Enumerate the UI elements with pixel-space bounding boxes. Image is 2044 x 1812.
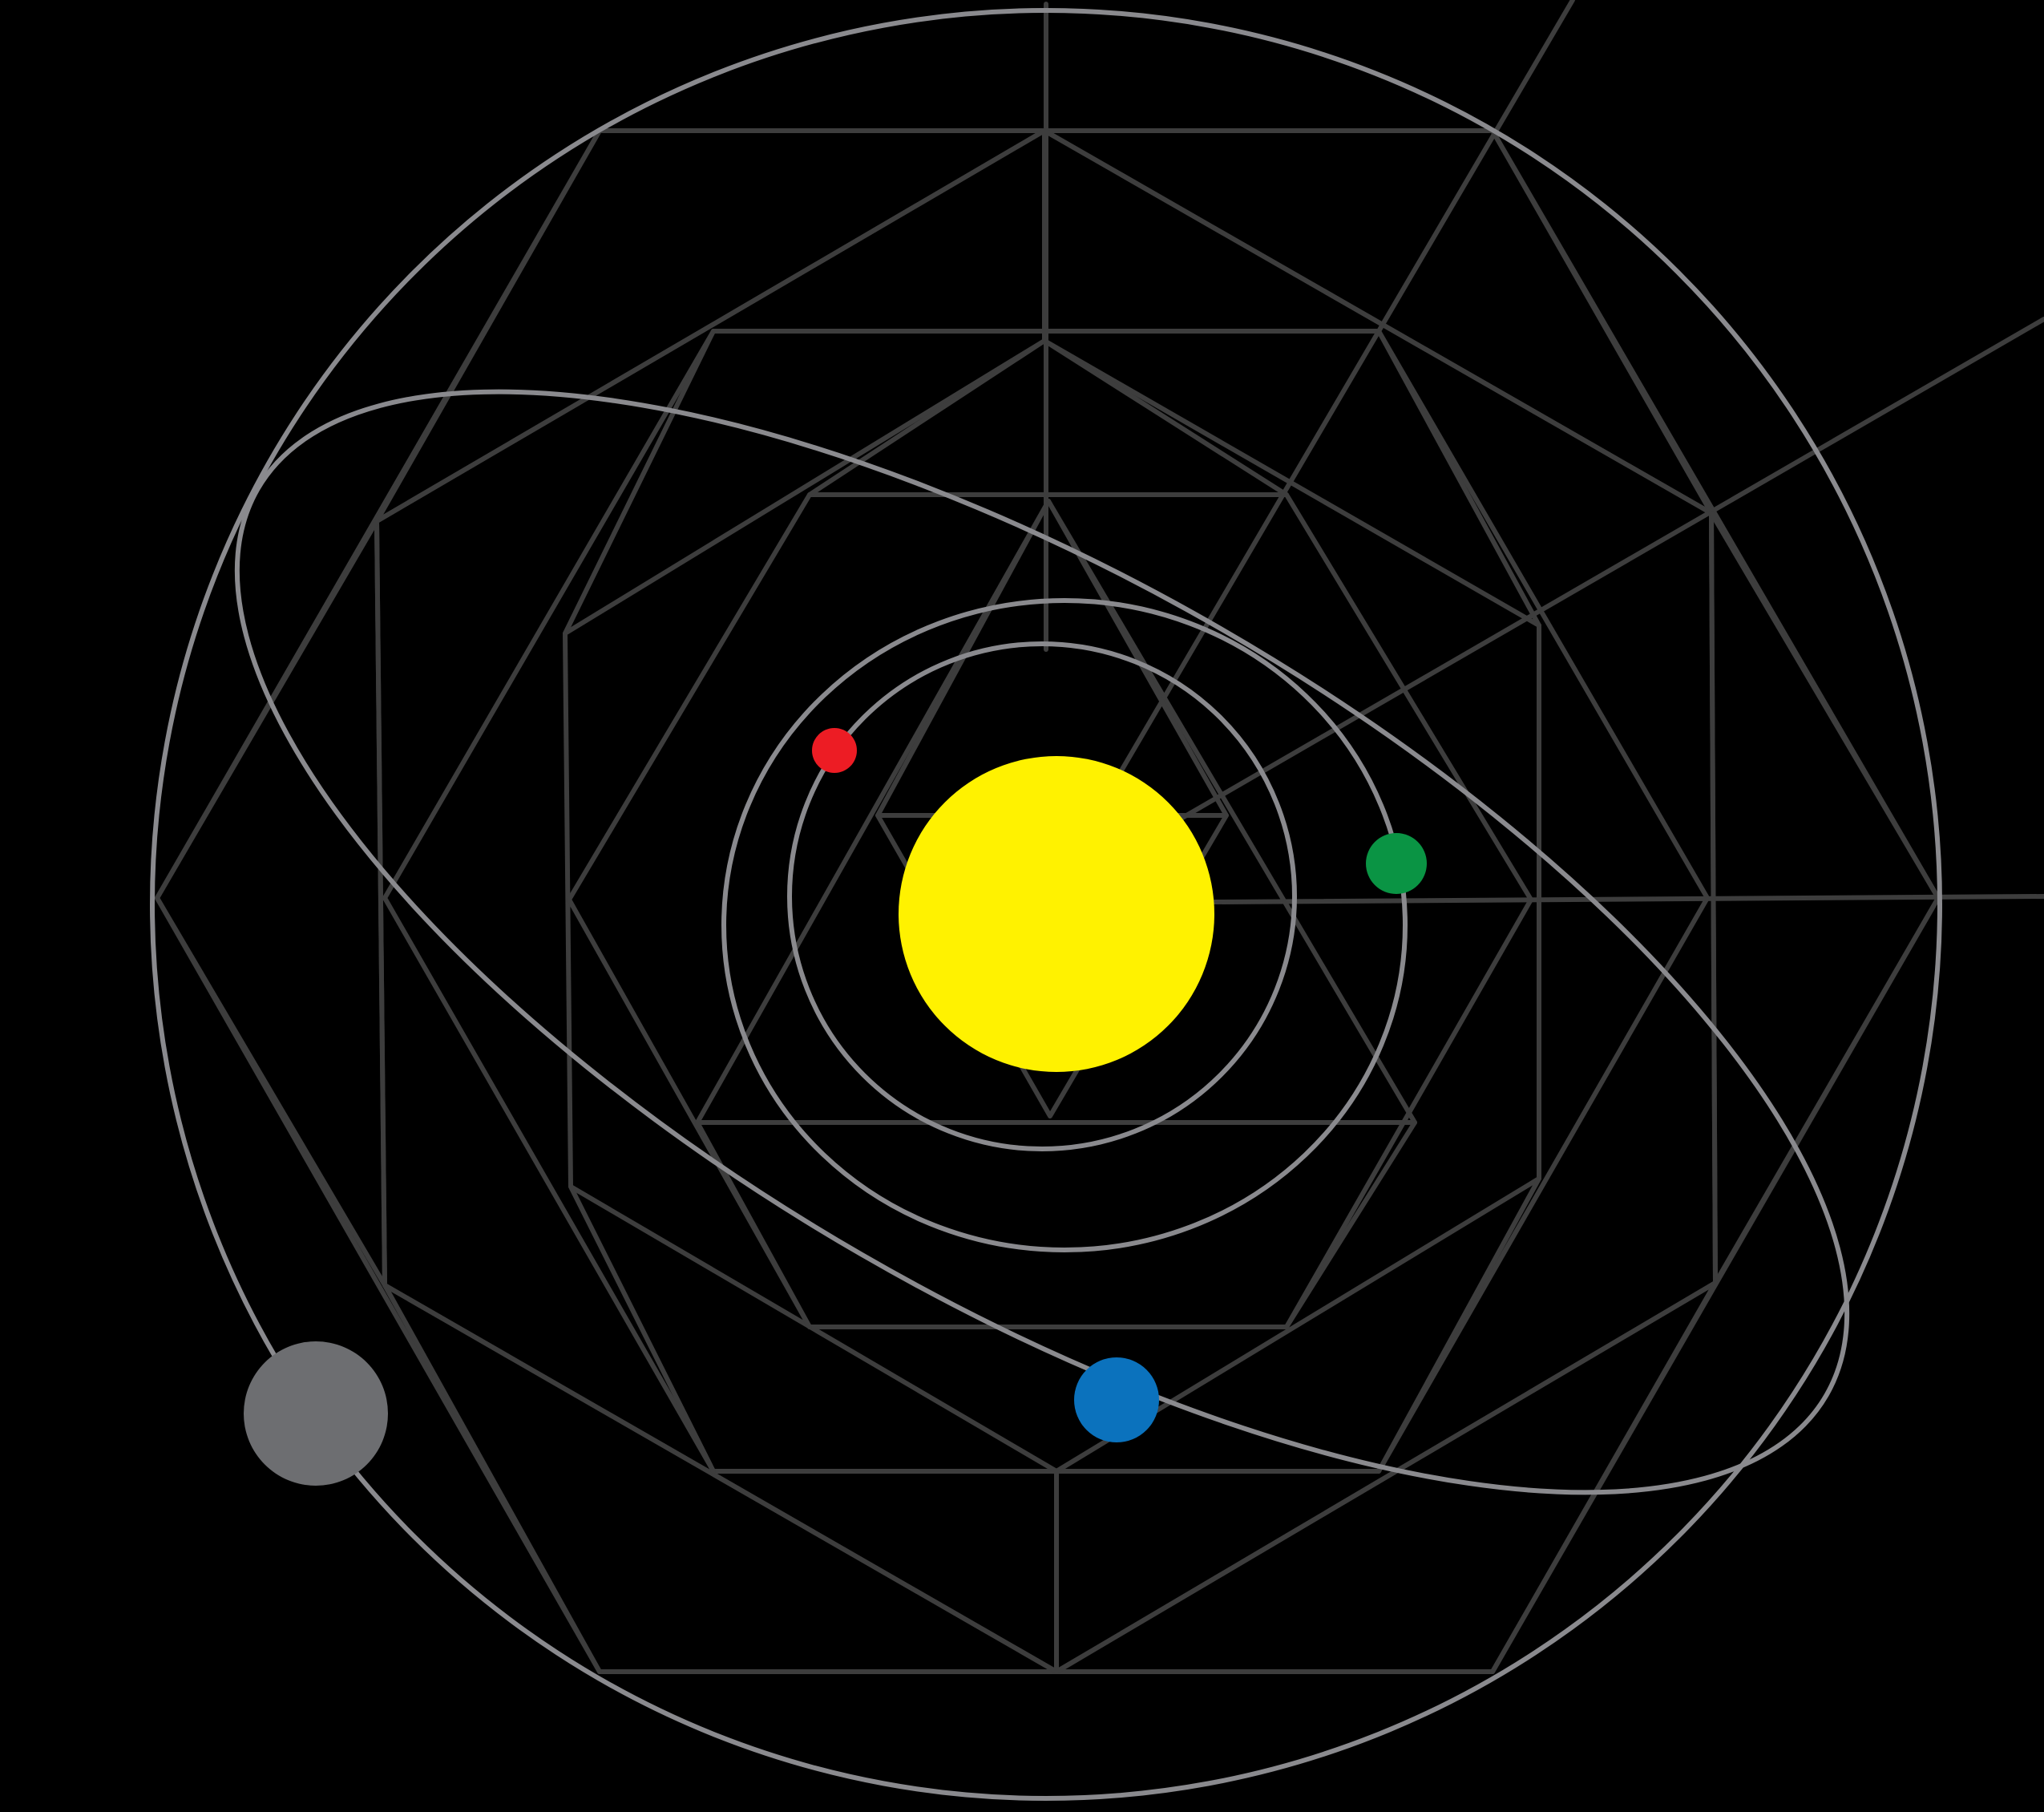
spoke-15: [807, 338, 1047, 497]
inner-triangle-up: [695, 499, 1417, 1125]
spoke-7: [1713, 896, 1941, 1285]
eccentric-orbit: [234, 389, 1850, 1495]
spoke-18: [1284, 1120, 1417, 1329]
orbits: [150, 8, 1942, 1801]
spoke-6: [1709, 511, 1941, 900]
sacred-geometry-grid: [155, 0, 2044, 1674]
spoke-3: [155, 896, 387, 1288]
spoke-2: [155, 519, 379, 900]
inner-orbit-1: [787, 641, 1297, 1151]
spoke-5: [1490, 128, 1714, 516]
inner-orbit-2: [721, 598, 1408, 1252]
horizontal-axis-right: [1212, 894, 2044, 904]
diagonal-ray-right: [1180, 317, 2044, 820]
diagonal-ray-upper: [1116, 0, 1575, 779]
red-planet: [812, 728, 857, 773]
sun: [899, 756, 1214, 1072]
spoke-12: [1376, 1176, 1541, 1474]
spoke-9: [563, 329, 716, 636]
spoke-17: [695, 1120, 812, 1329]
outer-orbit: [150, 8, 1942, 1801]
spoke-16: [1042, 338, 1289, 497]
spoke-1: [374, 128, 602, 524]
blue-planet: [1074, 1357, 1159, 1442]
spoke-10: [1376, 329, 1541, 628]
gray-planet: [244, 1341, 388, 1486]
spoke-11: [568, 1184, 716, 1474]
green-planet: [1366, 833, 1427, 894]
spoke-8: [1490, 1280, 1718, 1674]
celestial-bodies: [244, 728, 1427, 1486]
spoke-4: [382, 1283, 602, 1674]
